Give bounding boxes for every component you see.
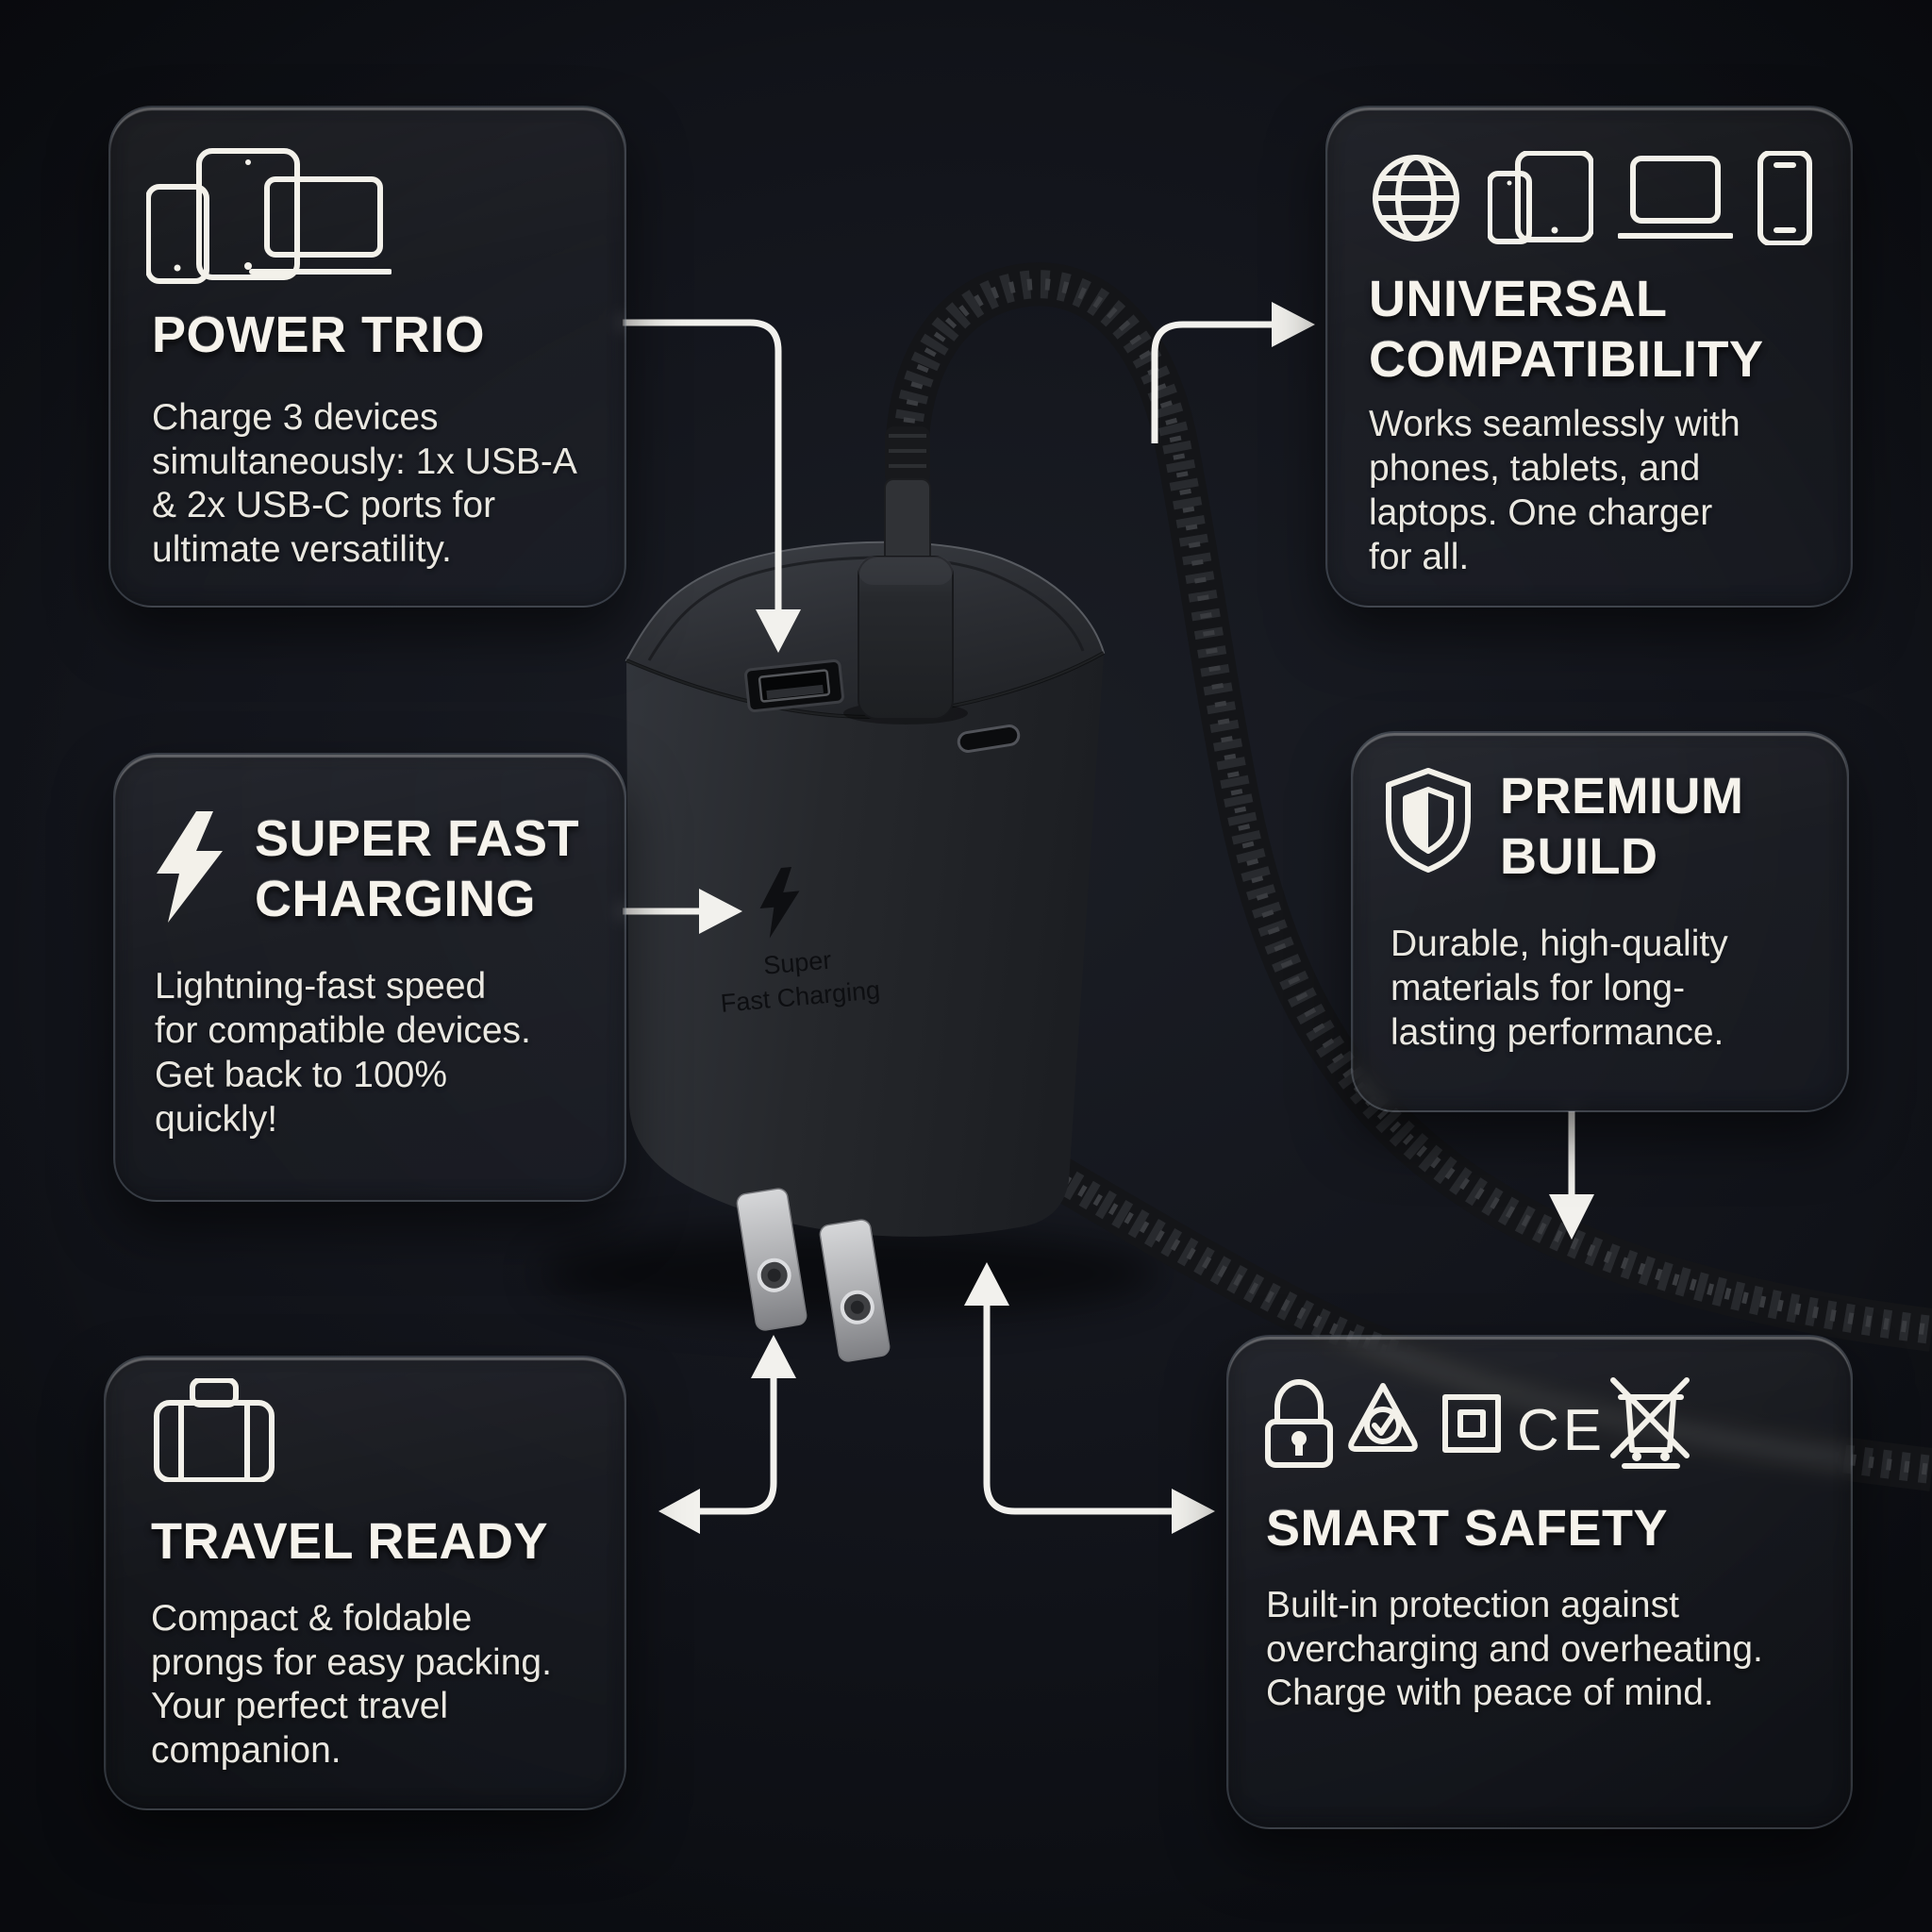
feature-card-travel-ready: TRAVEL READY Compact & foldable prongs f…	[104, 1356, 626, 1810]
usb-c-plug	[843, 426, 968, 724]
usb-c-port	[957, 724, 1021, 753]
feature-title: SUPER FAST CHARGING	[255, 810, 580, 927]
feature-card-smart-safety: CE SMART SAFETY Built-in protection agai…	[1226, 1335, 1853, 1829]
arrow-premium-build-to-cable	[1549, 1111, 1594, 1240]
shield-icon	[1386, 768, 1471, 873]
safety-icons-row: CE	[1265, 1377, 1690, 1469]
prong-right	[819, 1219, 891, 1362]
prong-left	[736, 1188, 808, 1331]
devices-trio-icon	[146, 145, 625, 289]
charger-front-face	[626, 653, 1104, 1237]
wall-charger: Super Fast Charging	[625, 426, 1106, 1362]
feature-card-power-trio: POWER TRIO Charge 3 devices simultaneous…	[108, 106, 626, 608]
feature-body: Works seamlessly with phones, tablets, a…	[1369, 404, 1740, 577]
feature-body: Compact & foldable prongs for easy packi…	[151, 1597, 552, 1772]
double-insulation-icon	[1442, 1394, 1501, 1453]
compatibility-icons	[1369, 151, 1851, 245]
logo-text-line1: Super	[762, 946, 832, 980]
lightning-icon	[157, 811, 223, 923]
tablet-icon	[196, 148, 300, 280]
arrow-power-trio-to-charger	[623, 319, 801, 653]
safety-certification-icons: CE	[1260, 1376, 1851, 1471]
suitcase-icon	[153, 1378, 625, 1482]
feature-title: SMART SAFETY	[1266, 1500, 1669, 1557]
lock-icon	[1265, 1379, 1333, 1468]
laptop-icon	[264, 176, 383, 258]
phone-tablet-icon	[1488, 151, 1593, 244]
arrow-travel-ready-to-prongs	[658, 1335, 796, 1534]
feature-title: TRAVEL READY	[151, 1513, 549, 1570]
phone-icon	[146, 184, 209, 284]
rcm-triangle-icon	[1348, 1383, 1418, 1452]
arrow-smart-safety-to-charger	[964, 1262, 1215, 1534]
feature-body: Built-in protection against overcharging…	[1266, 1584, 1763, 1714]
feature-body: Durable, high-quality materials for long…	[1391, 924, 1728, 1054]
feature-card-universal-compatibility: UNIVERSAL COMPATIBILITY Works seamlessly…	[1325, 106, 1853, 608]
feature-title: UNIVERSAL COMPATIBILITY	[1369, 271, 1764, 388]
logo-lightning-icon	[759, 867, 800, 939]
top-face-rim	[647, 556, 1085, 661]
arrow-cable-to-universal-compatibility	[1151, 302, 1315, 443]
feature-card-super-fast-charging: SUPER FAST CHARGING Lightning-fast speed…	[113, 753, 626, 1202]
laptop-icon	[1618, 156, 1733, 239]
feature-card-premium-build: PREMIUM BUILD Durable, high-quality mate…	[1351, 731, 1849, 1112]
feature-title: POWER TRIO	[152, 307, 485, 363]
feature-body: Lightning-fast speed for compatible devi…	[155, 966, 531, 1140]
weee-bin-icon	[1610, 1377, 1690, 1469]
ce-mark-icon: CE	[1517, 1398, 1606, 1463]
usb-a-port	[744, 658, 844, 713]
connector-arrows	[623, 302, 1594, 1534]
arrow-super-fast-to-logo	[623, 889, 742, 934]
globe-icon	[1373, 155, 1459, 242]
feature-body: Charge 3 devices simultaneously: 1x USB-…	[152, 396, 577, 571]
phone-icon	[1757, 151, 1812, 245]
suitcase-icon	[154, 1378, 275, 1482]
braided-cable	[885, 262, 1932, 1352]
phone-tablet-laptop-icon	[146, 148, 391, 284]
feature-title: PREMIUM BUILD	[1500, 768, 1744, 885]
